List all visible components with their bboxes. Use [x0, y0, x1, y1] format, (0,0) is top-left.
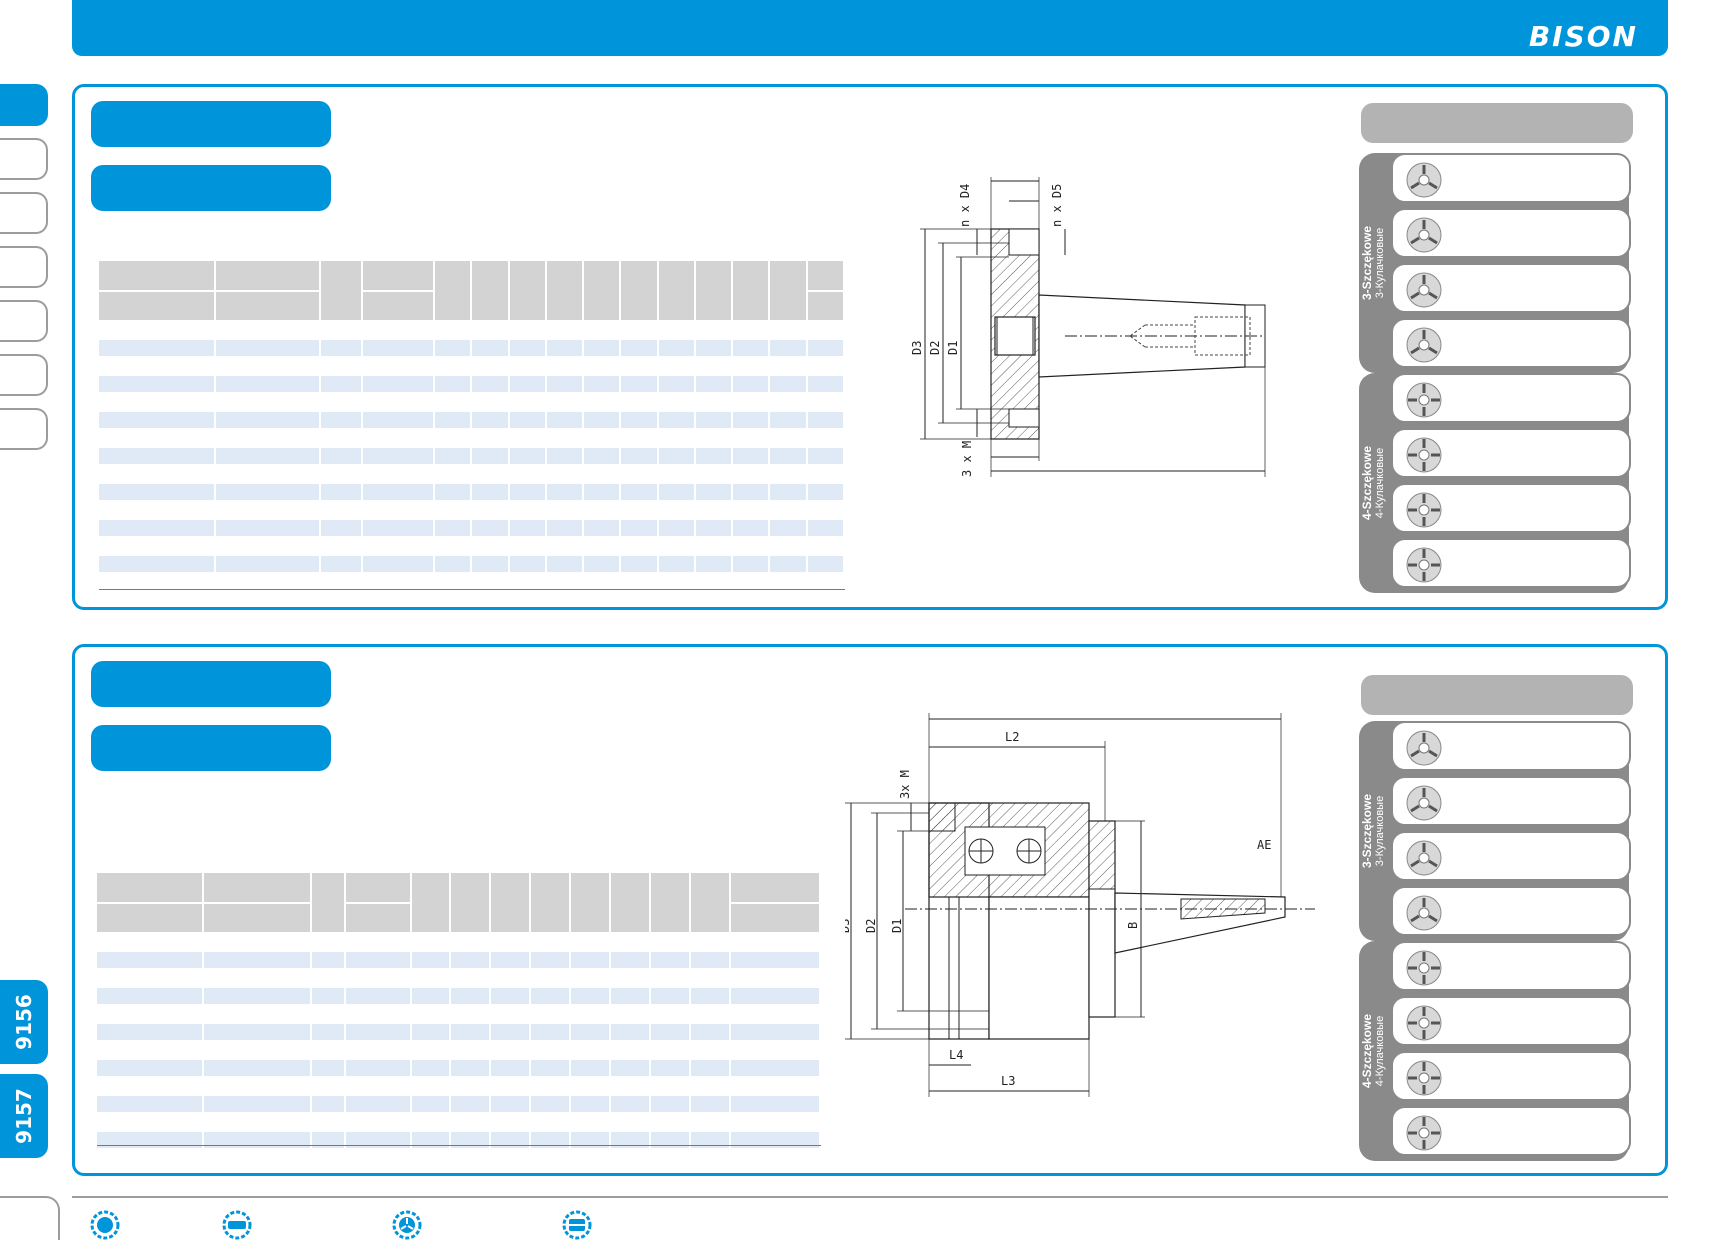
bison-icon [90, 1210, 120, 1240]
chuck-3-jaw-icon [1406, 895, 1442, 931]
product-panel-2: L1 L2 3x M B AE D3 D2 D1 L4 L3 3-Szczęko… [72, 644, 1668, 1176]
technical-drawing-2: L1 L2 3x M B AE D3 D2 D1 L4 L3 [845, 713, 1315, 1097]
group-label-main: 3-Szczękowe [1360, 793, 1374, 869]
chuck-card[interactable] [1391, 1051, 1631, 1101]
three-jaw-chuck-icon [392, 1210, 422, 1240]
chuck-sidebar-header [1361, 675, 1633, 715]
spec-table [97, 873, 821, 1150]
chuck-4-jaw-icon [1406, 547, 1442, 583]
label-d4: n x D4 [958, 184, 972, 227]
chuck-card[interactable] [1391, 1106, 1631, 1156]
label-d3: D3 [910, 341, 924, 355]
side-tab-7[interactable] [0, 408, 48, 450]
chuck-card[interactable] [1391, 483, 1631, 533]
side-tab-2[interactable] [0, 138, 48, 180]
chuck-card[interactable] [1391, 941, 1631, 991]
side-tab-3[interactable] [0, 192, 48, 234]
chuck-4-jaw-icon [1406, 437, 1442, 473]
label-d2: D2 [864, 919, 878, 933]
stahl-steel-icon [222, 1210, 252, 1240]
label-m: 3 x M [960, 441, 974, 477]
chuck-3-jaw-icon [1406, 217, 1442, 253]
side-tab-6[interactable] [0, 354, 48, 396]
label-ae: AE [1257, 838, 1271, 852]
group-label-sub: 3-Кулачковые [1374, 227, 1386, 299]
group-label-sub: 3-Кулачковые [1374, 795, 1386, 867]
group-label-main: 4-Szczękowe [1360, 445, 1374, 521]
lathe-chuck-icon [562, 1210, 592, 1240]
chuck-card[interactable] [1391, 996, 1631, 1046]
chuck-4-jaw-icon [1406, 492, 1442, 528]
group-label-main: 4-Szczękowe [1360, 1013, 1374, 1089]
product-panel-1: n x D4 n x D5 D3 D2 D1 3 x M 3-Szczękowe… [72, 84, 1668, 610]
label-d2: D2 [928, 341, 942, 355]
chuck-4-jaw-icon [1406, 1005, 1442, 1041]
chuck-card[interactable] [1391, 153, 1631, 203]
spec-table [99, 261, 846, 574]
chuck-sidebar-header [1361, 103, 1633, 143]
label-l4: L4 [949, 1048, 963, 1062]
technical-drawing-1: n x D4 n x D5 D3 D2 D1 3 x M [910, 177, 1266, 477]
label-d3: D3 [845, 919, 852, 933]
label-b: B [1126, 922, 1140, 929]
label-l3: L3 [1001, 1074, 1015, 1088]
chuck-card[interactable] [1391, 886, 1631, 936]
header-bar: BISON [72, 0, 1668, 56]
chuck-3-jaw-icon [1406, 840, 1442, 876]
title-pill [91, 661, 331, 707]
side-tab-5[interactable] [0, 300, 48, 342]
group-label-sub: 4-Кулачковые [1374, 447, 1386, 519]
code-tab-label: 9157 [12, 1088, 36, 1144]
side-tab-4[interactable] [0, 246, 48, 288]
title-pill [91, 101, 331, 147]
group-label-sub: 4-Кулачковые [1374, 1015, 1386, 1087]
chuck-card[interactable] [1391, 373, 1631, 423]
code-tab-9156[interactable]: 9156 [0, 980, 48, 1064]
subtitle-pill [91, 725, 331, 771]
group-label-main: 3-Szczękowe [1360, 225, 1374, 301]
table-bottom-line [97, 1145, 821, 1146]
label-l1: L1 [1101, 713, 1115, 716]
side-tab-1[interactable] [0, 84, 48, 126]
subtitle-pill [91, 165, 331, 211]
label-d1: D1 [946, 341, 960, 355]
label-d5: n x D5 [1050, 184, 1064, 227]
code-tab-9157[interactable]: 9157 [0, 1074, 48, 1158]
code-tab-label: 9156 [12, 994, 36, 1050]
chuck-card[interactable] [1391, 318, 1631, 368]
bottom-tab [0, 1196, 60, 1240]
label-m: 3x M [898, 770, 912, 799]
chuck-card[interactable] [1391, 721, 1631, 771]
label-d1: D1 [890, 919, 904, 933]
chuck-4-jaw-icon [1406, 1115, 1442, 1151]
footer-divider [72, 1196, 1668, 1198]
chuck-card[interactable] [1391, 831, 1631, 881]
table-bottom-line [99, 589, 845, 590]
chuck-card[interactable] [1391, 538, 1631, 588]
chuck-3-jaw-icon [1406, 730, 1442, 766]
chuck-3-jaw-icon [1406, 162, 1442, 198]
chuck-4-jaw-icon [1406, 950, 1442, 986]
chuck-4-jaw-icon [1406, 1060, 1442, 1096]
chuck-3-jaw-icon [1406, 785, 1442, 821]
chuck-card[interactable] [1391, 208, 1631, 258]
label-l2: L2 [1005, 730, 1019, 744]
bison-logo: BISON [1528, 20, 1638, 53]
chuck-4-jaw-icon [1406, 382, 1442, 418]
chuck-3-jaw-icon [1406, 272, 1442, 308]
chuck-card[interactable] [1391, 428, 1631, 478]
chuck-3-jaw-icon [1406, 327, 1442, 363]
chuck-card[interactable] [1391, 263, 1631, 313]
chuck-card[interactable] [1391, 776, 1631, 826]
